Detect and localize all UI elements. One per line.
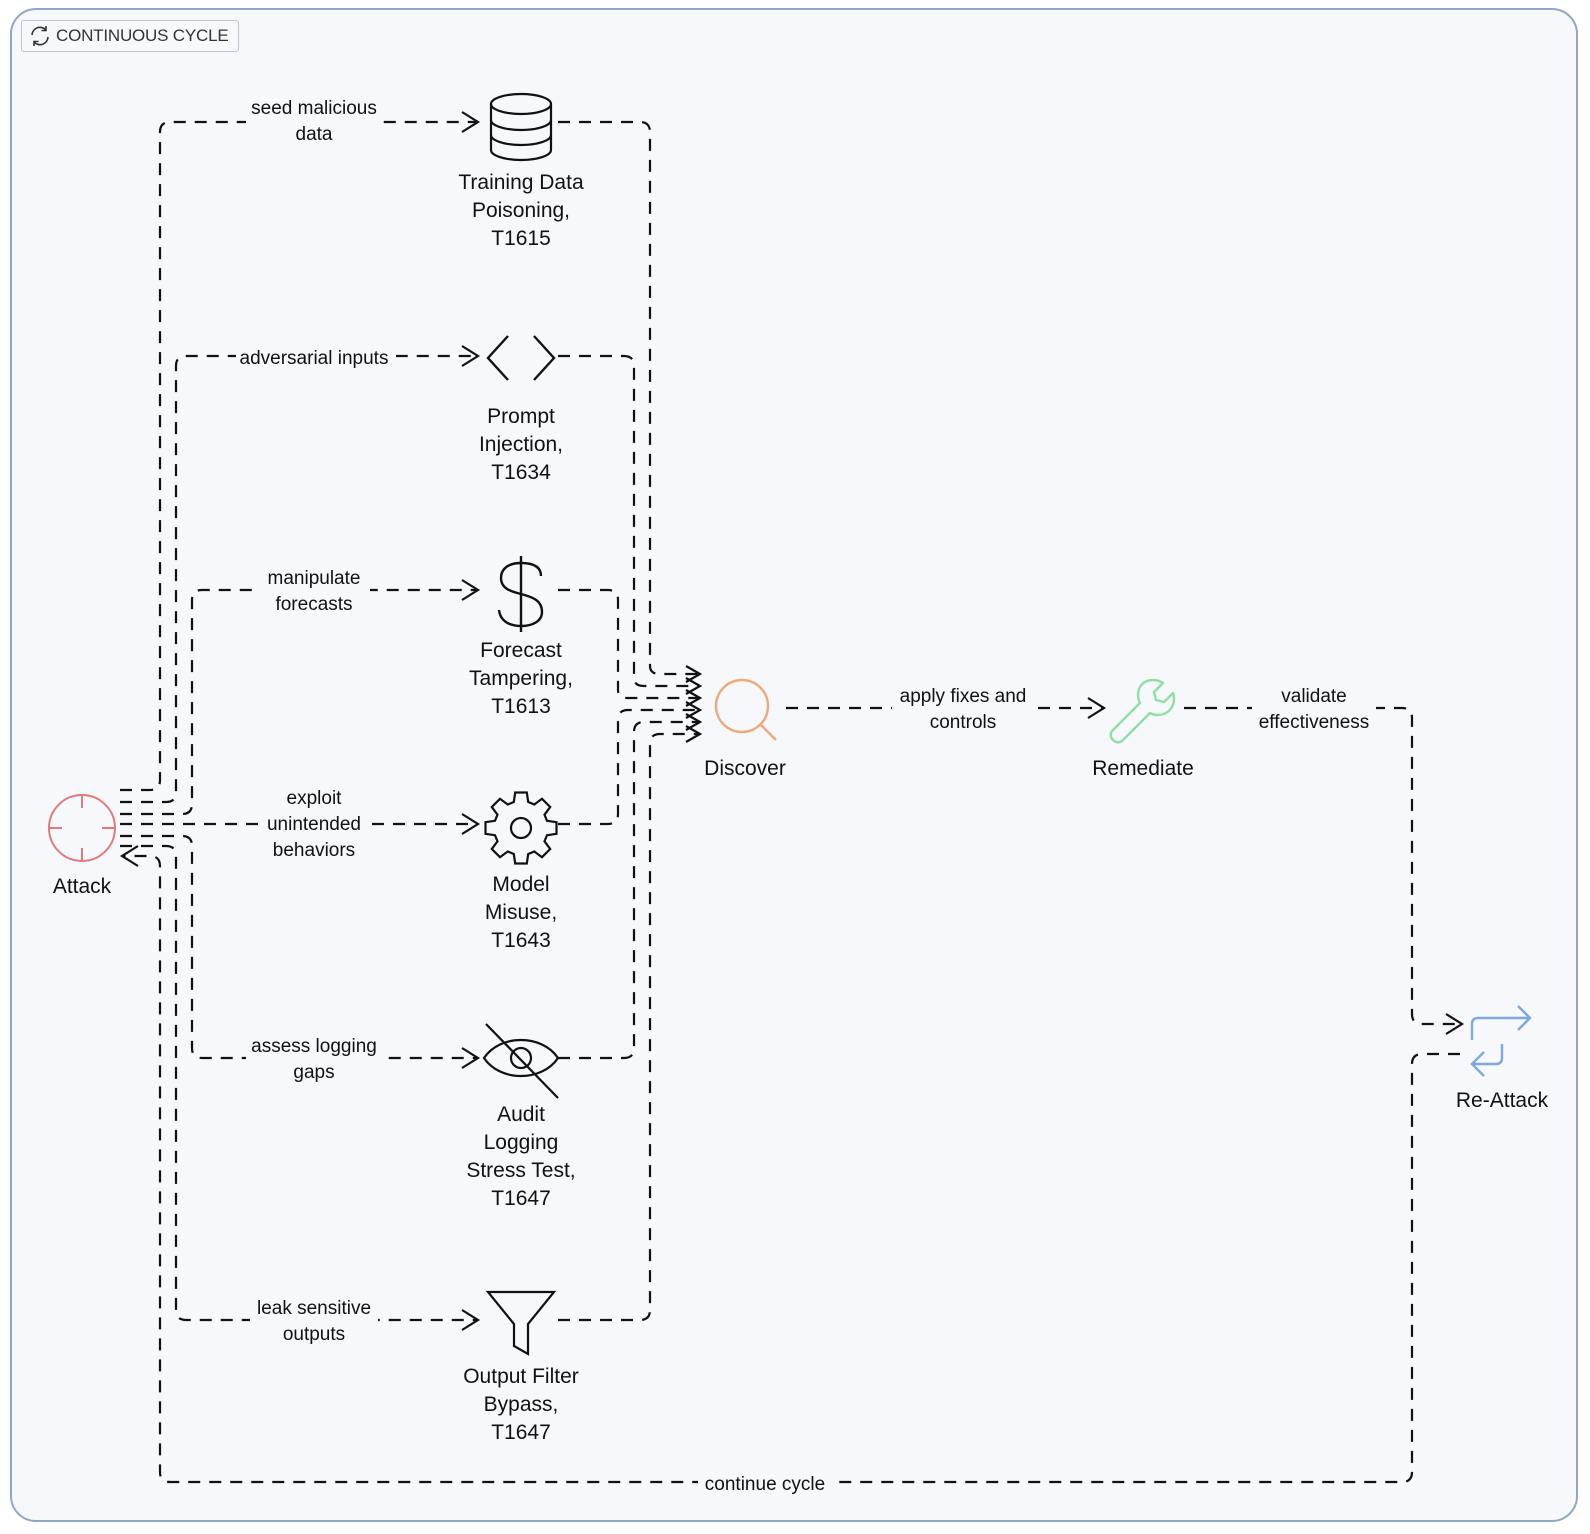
edge-label-continue: continue cycle bbox=[705, 1474, 825, 1495]
arrowhead-training bbox=[461, 111, 481, 133]
continuous-cycle-badge: CONTINUOUS CYCLE bbox=[21, 20, 239, 52]
output-label-2: Bypass, bbox=[484, 1393, 559, 1416]
edge-attack-training bbox=[120, 120, 478, 792]
prompt-injection-node[interactable]: Prompt Injection, T1634 bbox=[479, 335, 563, 484]
model-label-3: T1643 bbox=[491, 929, 551, 952]
output-label-1: Output Filter bbox=[463, 1365, 579, 1388]
prompt-label-1: Prompt bbox=[487, 405, 555, 428]
forecast-tampering-node[interactable]: Forecast Tampering, T1613 bbox=[469, 556, 573, 718]
training-label-1: Training Data bbox=[458, 171, 584, 194]
reattack-node[interactable]: Re-Attack bbox=[1456, 1005, 1549, 1112]
edge-output-discover bbox=[558, 732, 698, 1322]
remediate-label: Remediate bbox=[1092, 757, 1194, 780]
edge-label-exploit-2: unintended bbox=[267, 814, 361, 835]
edge-label-manipulate-2: forecasts bbox=[275, 594, 352, 615]
arrowhead-reattack bbox=[1445, 1013, 1465, 1035]
edge-attack-prompt bbox=[120, 354, 478, 804]
badge-label: CONTINUOUS CYCLE bbox=[56, 26, 229, 45]
edge-remediate-reattack bbox=[1184, 706, 1460, 1026]
arrowhead-output bbox=[461, 1309, 481, 1331]
output-filter-node[interactable]: Output Filter Bypass, T1647 bbox=[463, 1290, 579, 1444]
edge-label-assess-2: gaps bbox=[293, 1062, 334, 1083]
gear-icon bbox=[484, 791, 558, 865]
database-icon bbox=[489, 92, 553, 162]
prompt-label-3: T1634 bbox=[491, 461, 551, 484]
wrench-icon bbox=[1109, 678, 1176, 744]
edge-label-leak-2: outputs bbox=[283, 1324, 345, 1345]
edge-continue-cycle bbox=[124, 854, 1460, 1484]
attack-label: Attack bbox=[53, 875, 112, 898]
edge-attack-audit bbox=[120, 834, 478, 1060]
arrowhead-prompt bbox=[461, 345, 481, 367]
arrowhead-forecast bbox=[461, 579, 481, 601]
edge-audit-discover bbox=[558, 720, 698, 1060]
training-label-3: T1615 bbox=[491, 227, 551, 250]
arrowhead-model bbox=[461, 813, 481, 835]
edge-label-exploit-3: behaviors bbox=[273, 840, 355, 861]
edge-attack-output bbox=[120, 844, 478, 1322]
forecast-label-1: Forecast bbox=[480, 639, 562, 662]
audit-label-4: T1647 bbox=[491, 1187, 551, 1210]
audit-label-1: Audit bbox=[497, 1103, 545, 1126]
edge-label-seed-1: seed malicious bbox=[251, 98, 377, 119]
edge-label-validate-1: validate bbox=[1281, 686, 1347, 707]
dollar-icon bbox=[497, 556, 544, 632]
prompt-label-2: Injection, bbox=[479, 433, 563, 456]
edge-attack-forecast bbox=[120, 588, 478, 816]
discover-label: Discover bbox=[704, 757, 786, 780]
reattack-label: Re-Attack bbox=[1456, 1089, 1549, 1112]
attack-node[interactable]: Attack bbox=[48, 794, 116, 898]
training-label-2: Poisoning, bbox=[472, 199, 570, 222]
edge-label-assess-1: assess logging bbox=[251, 1036, 377, 1057]
forecast-label-3: T1613 bbox=[491, 695, 551, 718]
refresh-icon bbox=[31, 26, 49, 46]
audit-label-3: Stress Test, bbox=[466, 1159, 575, 1182]
edge-training-discover bbox=[558, 120, 698, 676]
diagram-frame bbox=[10, 8, 1578, 1522]
forecast-label-2: Tampering, bbox=[469, 667, 573, 690]
arrowhead-remediate bbox=[1087, 697, 1107, 719]
discover-node[interactable]: Discover bbox=[704, 678, 786, 780]
training-data-node[interactable]: Training Data Poisoning, T1615 bbox=[458, 92, 584, 250]
edge-label-manipulate-1: manipulate bbox=[268, 568, 361, 589]
edge-forecast-discover bbox=[558, 588, 698, 700]
eye-off-icon bbox=[482, 1023, 560, 1099]
audit-logging-node[interactable]: Audit Logging Stress Test, T1647 bbox=[466, 1023, 576, 1210]
code-brackets-icon bbox=[486, 335, 556, 381]
edge-label-exploit-1: exploit bbox=[287, 788, 343, 809]
edge-model-discover bbox=[558, 708, 698, 826]
crosshair-icon bbox=[48, 794, 116, 862]
arrowhead-attack bbox=[119, 845, 139, 867]
edge-label-leak-1: leak sensitive bbox=[257, 1298, 371, 1319]
magnifier-icon bbox=[714, 678, 777, 741]
edge-label-apply-1: apply fixes and bbox=[900, 686, 1027, 707]
model-label-1: Model bbox=[492, 873, 549, 896]
edge-label-seed-2: data bbox=[296, 124, 333, 145]
audit-label-2: Logging bbox=[484, 1131, 559, 1154]
edge-label-adversarial: adversarial inputs bbox=[240, 348, 389, 369]
edge-label-apply-2: controls bbox=[930, 712, 997, 733]
model-label-2: Misuse, bbox=[485, 901, 557, 924]
edge-prompt-discover bbox=[558, 354, 698, 688]
discover-arrowheads bbox=[685, 665, 703, 743]
funnel-icon bbox=[485, 1290, 557, 1356]
output-label-3: T1647 bbox=[491, 1421, 551, 1444]
arrowhead-audit bbox=[461, 1047, 481, 1069]
model-misuse-node[interactable]: Model Misuse, T1643 bbox=[484, 791, 558, 953]
remediate-node[interactable]: Remediate bbox=[1092, 678, 1194, 780]
repeat-icon bbox=[1470, 1005, 1532, 1077]
edge-label-validate-2: effectiveness bbox=[1259, 712, 1370, 733]
